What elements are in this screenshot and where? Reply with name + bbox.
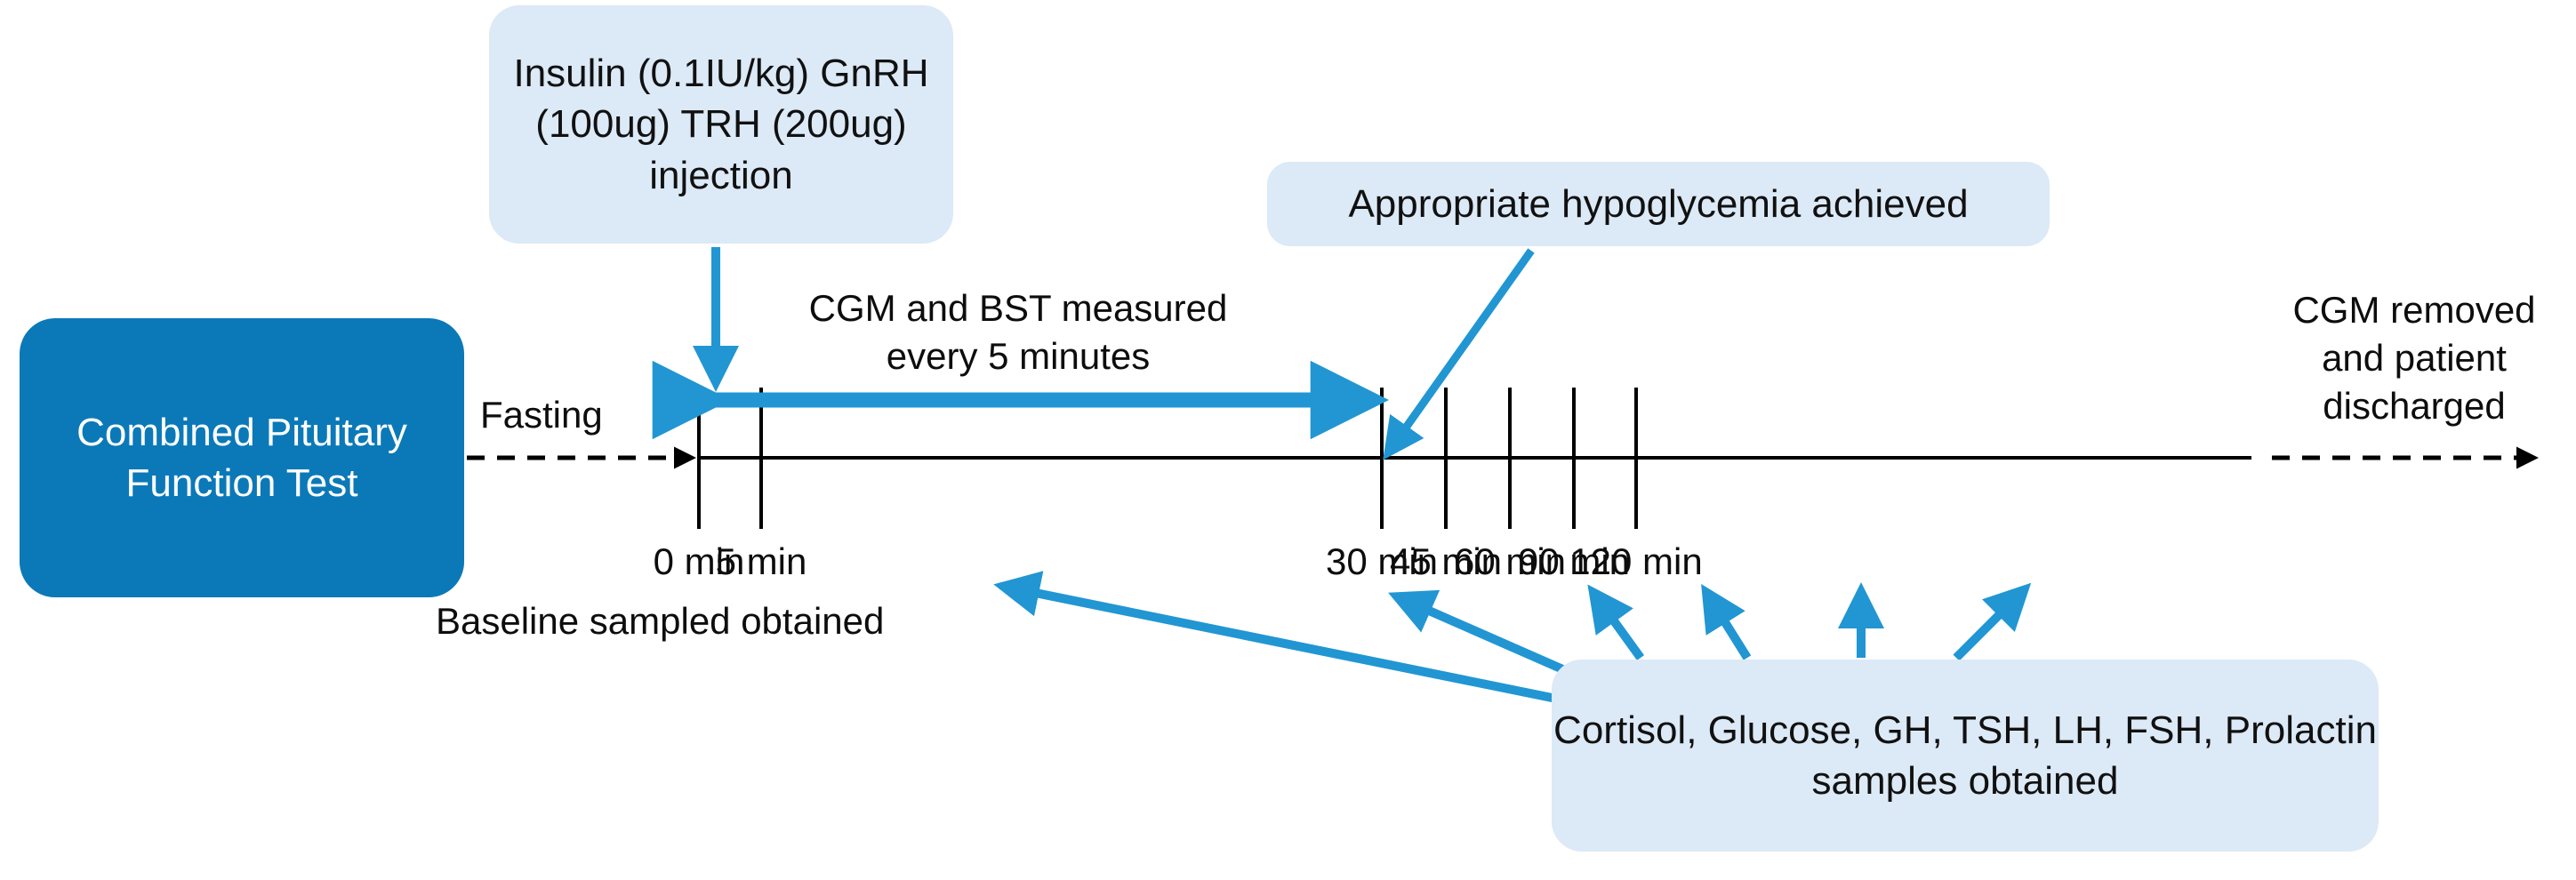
baseline-sample-label: Baseline sampled obtained: [436, 600, 885, 642]
timeline-tick-marks: [697, 388, 1638, 529]
test-title-text: Combined Pituitary Function Test: [76, 410, 407, 505]
tick-label-60-min: 60 min: [1453, 540, 1567, 582]
tick-label-30-min: 30 min: [1325, 540, 1439, 582]
sample-arrow-60-min: [1701, 583, 1752, 660]
hypoglycemia-callout-arrow: [1383, 248, 1535, 460]
sample-arrow-120-min: [1953, 582, 2032, 661]
samples-box: Cortisol, Glucose, GH, TSH, LH, FSH, Pro…: [1552, 660, 2379, 852]
injection-box-text: Insulin (0.1IU/kg) GnRH (100ug) TRH (200…: [513, 52, 929, 197]
fasting-label: Fasting: [480, 394, 603, 436]
hypoglycemia-box-text: Appropriate hypoglycemia achieved: [1348, 181, 1969, 226]
hypoglycemia-box: Appropriate hypoglycemia achieved: [1267, 162, 2050, 246]
sample-arrow-5-min: [993, 571, 1575, 707]
sample-arrow-30-min: [1388, 589, 1584, 682]
tick-label-0-min: 0 min: [653, 540, 745, 582]
cgm-bst-label: CGM and BST measured every 5 minutes: [808, 287, 1228, 377]
tick-label-45-min: 45 min: [1389, 540, 1503, 582]
tick-label-5-min: 5 min: [715, 540, 807, 582]
sample-arrow-45-min: [1587, 584, 1645, 660]
tick-label-90-min: 90 min: [1517, 540, 1631, 582]
tick-label-120-min: 120 min: [1569, 540, 1703, 582]
cgm-removed-label: CGM removed and patient discharged: [2292, 289, 2536, 427]
test-title-box: Combined Pituitary Function Test: [20, 318, 464, 597]
injection-box: Insulin (0.1IU/kg) GnRH (100ug) TRH (200…: [489, 5, 953, 244]
samples-box-text: Cortisol, Glucose, GH, TSH, LH, FSH, Pro…: [1553, 708, 2377, 803]
